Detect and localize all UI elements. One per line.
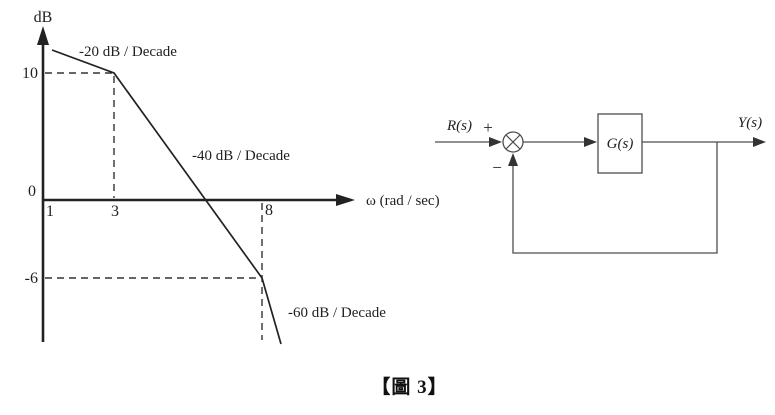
x-axis-arrow-icon: [336, 194, 355, 206]
gs-block-label: G(s): [607, 136, 634, 152]
input-signal-label: R(s): [446, 118, 472, 134]
y-axis-arrow-icon: [37, 26, 49, 45]
y-tick-10: 10: [22, 65, 38, 82]
output-arrow-icon: [753, 137, 766, 147]
x-tick-3: 3: [111, 203, 119, 220]
feedback-block-diagram: G(s) R(s) + − Y(s): [435, 113, 766, 254]
y-axis-label: dB: [34, 9, 53, 26]
slope-label-20: -20 dB / Decade: [79, 44, 177, 60]
sum-minus-sign: −: [492, 158, 502, 177]
input-arrow-icon: [489, 137, 502, 147]
feedback-arrow-icon: [508, 153, 518, 166]
output-signal-label: Y(s): [738, 115, 762, 131]
summing-junction-cross-2: [505, 134, 521, 150]
y-tick-0: 0: [28, 183, 36, 200]
slope-label-60: -60 dB / Decade: [288, 305, 386, 321]
magnitude-curve: [51, 49, 282, 345]
bode-plot: dB ω (rad / sec) 10 0 -6 1 3 8 -20 dB / …: [22, 9, 440, 345]
slope-label-40: -40 dB / Decade: [192, 148, 290, 164]
y-tick-neg6: -6: [25, 270, 38, 287]
block-input-arrow-icon: [584, 137, 597, 147]
gs-block: [597, 113, 643, 174]
x-tick-8: 8: [265, 202, 273, 219]
x-axis-label: ω (rad / sec): [366, 193, 440, 209]
figure-caption: 【圖 3】: [371, 377, 448, 398]
sum-plus-sign: +: [483, 118, 493, 137]
x-tick-1: 1: [46, 203, 54, 220]
feedback-line: [512, 142, 718, 254]
